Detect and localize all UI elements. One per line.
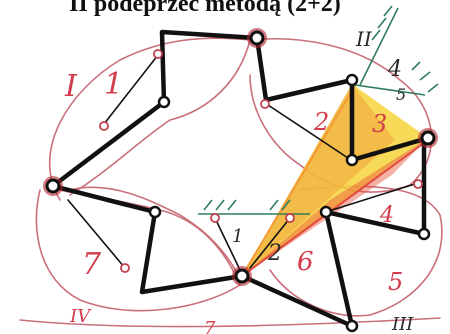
region-i-label: I: [64, 69, 78, 104]
joints: [148, 73, 431, 333]
small-supports: [99, 49, 423, 273]
support-1-label: 1: [232, 226, 243, 247]
top-right-hatch: [359, 5, 399, 86]
region-iv-outline: [35, 187, 242, 312]
member-4: [325, 182, 419, 213]
link-7-label: 7: [82, 247, 102, 282]
support-circle-icon: [120, 263, 130, 273]
region-iii-label: III: [391, 314, 414, 334]
support-5-label: 5: [396, 85, 406, 104]
link-5-label: 5: [388, 268, 403, 296]
link-2-label: 2: [313, 108, 329, 136]
support-circle-icon: [260, 99, 270, 109]
member-2: [264, 102, 349, 159]
support-hatches: [198, 5, 439, 215]
member-1: [103, 54, 159, 125]
support-4-label: 4: [387, 57, 402, 82]
region-outlines: [19, 37, 443, 328]
link-3-label: 3: [372, 110, 387, 138]
member-7: [67, 199, 126, 269]
joint-circle-icon: [345, 73, 359, 87]
bottom-arc: [19, 317, 441, 328]
support-circle-icon: [99, 121, 109, 131]
link-1-label: 1: [104, 67, 123, 102]
joint-circle-icon: [45, 178, 61, 194]
support-circle-icon: [413, 179, 423, 189]
joint-circle-icon: [417, 227, 431, 241]
thin-members: [67, 54, 419, 271]
wedge-orange: [242, 84, 395, 276]
support-2-label: 2: [267, 241, 282, 266]
joint-circle-icon: [157, 95, 171, 109]
region-iv-label: IV: [69, 306, 92, 327]
labels: I II III IV 1 2 3 4 5 6 7 1 2 4 5 7: [64, 27, 414, 334]
link-left-lower: [50, 183, 245, 295]
support-circle-icon: [210, 213, 220, 223]
link-top-left: [50, 29, 260, 189]
link-4-label: 4: [379, 203, 394, 228]
region-center-outline: [69, 186, 239, 276]
region-ii-label: II: [355, 27, 373, 51]
linkage: [50, 29, 431, 329]
right-hatch: [354, 61, 439, 96]
diagram-title: II podeprzeć metodą (2+2): [69, 0, 341, 17]
joint-circle-icon: [345, 153, 359, 167]
region-i-outline: [48, 37, 252, 201]
member-support-left: [214, 217, 241, 271]
wedge-ray-upper: [241, 83, 357, 277]
link-6-label: 6: [297, 247, 314, 277]
support-circle-icon: [153, 49, 163, 59]
joint-circle-icon: [420, 130, 436, 146]
bottom-7-label: 7: [204, 318, 216, 334]
wedge-ray-lower: [241, 139, 429, 277]
member-support-right: [249, 217, 291, 269]
region-iii-outline: [269, 185, 443, 317]
joint-circle-icon: [319, 205, 333, 219]
center-hatch: [198, 199, 310, 215]
joint-circle-icon: [234, 268, 250, 284]
joint-circle-icon: [249, 30, 265, 46]
pole-wedge: [241, 83, 429, 277]
support-circle-icon: [285, 213, 295, 223]
joint-circle-icon: [148, 205, 162, 219]
pivots: [43, 28, 438, 286]
joint-circle-icon: [345, 319, 359, 333]
